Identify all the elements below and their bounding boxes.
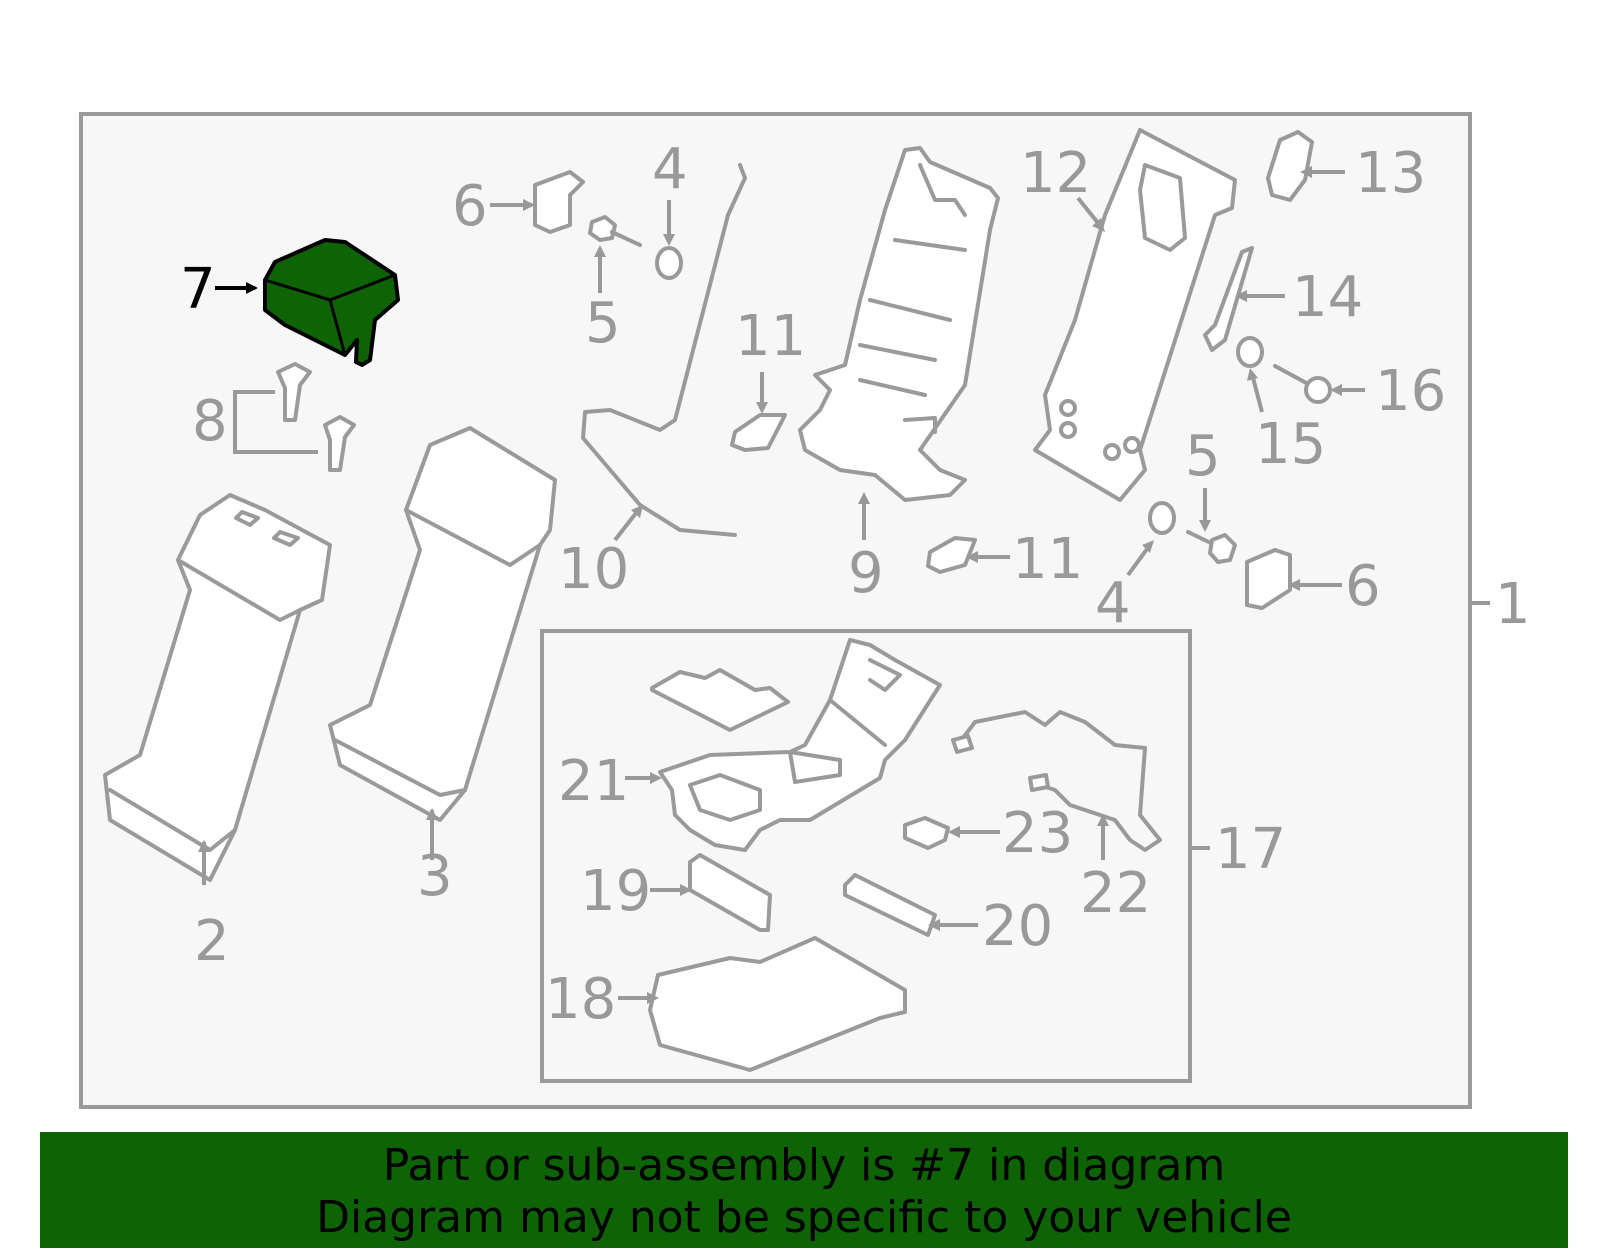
- part-4-washer-right[interactable]: [1148, 501, 1176, 535]
- part-6-clip-right[interactable]: [1245, 548, 1292, 610]
- callout-labels: 1 2 3 4 4 5 5 6 6 7 8 9 10 11 11 12 13 1…: [180, 137, 1531, 1032]
- callout-21: 21: [558, 749, 629, 814]
- callout-18: 18: [545, 967, 616, 1032]
- part-6-clip-top[interactable]: [533, 170, 585, 234]
- part-5-bolt-right[interactable]: [1186, 530, 1237, 564]
- leader-lines: [198, 166, 1490, 1004]
- callout-9: 9: [848, 541, 884, 606]
- callout-5-right: 5: [1185, 424, 1221, 489]
- callout-5-top: 5: [585, 291, 621, 356]
- part-5-bolt-top[interactable]: [588, 215, 642, 247]
- part-23-connector[interactable]: [903, 816, 950, 850]
- part-10-cable[interactable]: [581, 163, 747, 537]
- part-15-washer[interactable]: [1236, 336, 1264, 368]
- callout-6-right: 6: [1345, 554, 1381, 619]
- callout-23: 23: [1002, 801, 1073, 866]
- callout-11-bottom: 11: [1012, 527, 1083, 592]
- callout-17: 17: [1215, 817, 1286, 882]
- part-18-cover[interactable]: [648, 936, 907, 1072]
- callout-2: 2: [194, 909, 230, 974]
- callout-1: 1: [1495, 572, 1531, 637]
- callout-6-top: 6: [452, 174, 488, 239]
- part-12-seat-back-panel[interactable]: [1033, 128, 1237, 502]
- part-11-pad-top[interactable]: [730, 413, 787, 452]
- callout-4-right: 4: [1095, 571, 1131, 636]
- banner-line-1: Part or sub-assembly is #7 in diagram: [382, 1140, 1226, 1191]
- part-8-headrest-guides[interactable]: [233, 362, 356, 472]
- callout-4-top: 4: [652, 137, 688, 202]
- part-4-washer-top[interactable]: [655, 246, 683, 280]
- part-armrest-pad[interactable]: [650, 668, 790, 732]
- callout-12: 12: [1020, 141, 1091, 206]
- callout-10: 10: [558, 537, 629, 602]
- banner-line-2: Diagram may not be specific to your vehi…: [316, 1192, 1292, 1243]
- callout-20: 20: [982, 894, 1053, 959]
- info-banner: Part or sub-assembly is #7 in diagram Di…: [40, 1132, 1568, 1248]
- callout-14: 14: [1292, 265, 1363, 330]
- part-3-seat-back-cover[interactable]: [328, 426, 557, 822]
- callout-8: 8: [192, 389, 228, 454]
- part-21-armrest[interactable]: [658, 638, 942, 852]
- part-14-strip[interactable]: [1203, 246, 1254, 352]
- callout-7: 7: [180, 257, 216, 322]
- part-7-headrest[interactable]: [263, 238, 400, 367]
- part-22-harness[interactable]: [951, 710, 1162, 852]
- callout-19: 19: [580, 859, 651, 924]
- part-9-seat-frame[interactable]: [798, 146, 1000, 502]
- callout-22: 22: [1080, 861, 1151, 926]
- callout-15: 15: [1255, 412, 1326, 477]
- callout-3: 3: [417, 844, 453, 909]
- part-11-pad-bottom[interactable]: [926, 536, 977, 574]
- callout-16: 16: [1375, 359, 1446, 424]
- part-2-seat-back-cover[interactable]: [103, 493, 332, 882]
- callout-11-top: 11: [735, 304, 806, 369]
- part-13-clip[interactable]: [1266, 130, 1314, 202]
- callout-13: 13: [1355, 141, 1426, 206]
